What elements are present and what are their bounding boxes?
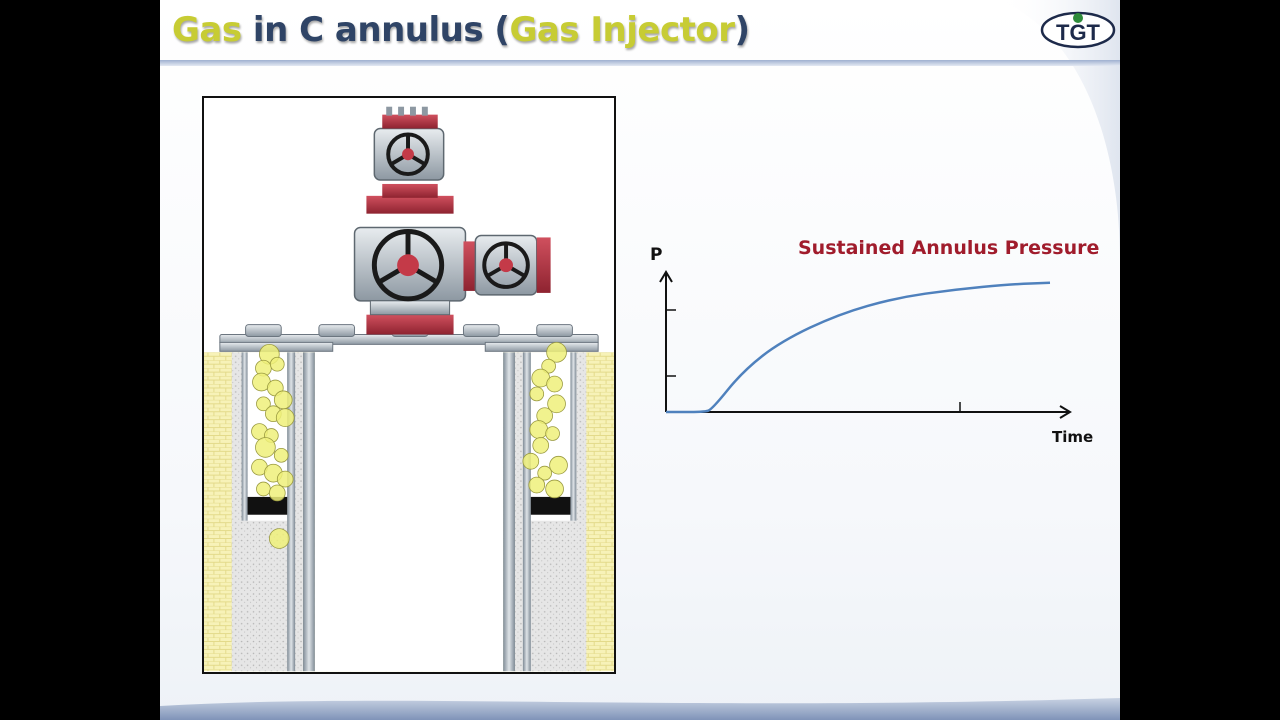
- outer-casing-right: [570, 352, 577, 521]
- title-part-injector: Gas Injector: [509, 10, 735, 50]
- wing-valve-outlet: [536, 237, 551, 293]
- logo-text: TGT: [1056, 20, 1101, 45]
- inner-casing-left: [287, 352, 296, 672]
- flange-stud: [462, 324, 500, 337]
- tgt-logo: TGT: [1040, 11, 1116, 49]
- red-spool-upper: [382, 183, 438, 198]
- flange-right-lip: [484, 341, 599, 352]
- title-divider: [160, 60, 1120, 66]
- slide: Gas in C annulus (Gas Injector) TGT: [160, 0, 1120, 720]
- pressure-time-chart: P Sustained Annulus Pressure Time: [650, 237, 1099, 446]
- gas-bubbles-left: [251, 344, 295, 549]
- y-axis-arrow-icon: [659, 270, 673, 283]
- master-valve-neck: [369, 300, 451, 316]
- title-part-gas: Gas: [172, 10, 242, 50]
- title-part-close: ): [734, 10, 750, 50]
- slide-title: Gas in C annulus (Gas Injector): [172, 10, 750, 50]
- tubing-wall-left: [303, 352, 315, 672]
- gas-bubbles-right: [522, 342, 568, 499]
- well-bore: [314, 342, 504, 672]
- flange-stud: [245, 324, 282, 337]
- outer-casing-left: [241, 352, 248, 521]
- x-axis-arrow-icon: [1059, 405, 1072, 419]
- flange-stud: [536, 324, 573, 337]
- red-spool-mid: [366, 195, 454, 214]
- flange-stud: [318, 324, 356, 337]
- tree-cap: [382, 114, 438, 129]
- tubing-wall-right: [503, 352, 515, 672]
- wing-valve-handwheel-icon: [482, 241, 530, 289]
- swab-valve-handwheel-icon: [386, 132, 430, 177]
- inner-casing-right: [522, 352, 531, 672]
- x-axis-label: Time: [1052, 428, 1093, 446]
- wing-valve-flange: [463, 241, 476, 291]
- y-axis-label: P: [650, 245, 662, 265]
- title-part-annulus: in C annulus (: [241, 10, 510, 50]
- tree-cap-bolts: [386, 106, 428, 116]
- bottom-wave-decoration: [160, 698, 1120, 720]
- pressure-curve: [666, 281, 1051, 414]
- wellhead-diagram: [202, 96, 616, 674]
- chart-annotation: Sustained Annulus Pressure: [798, 237, 1099, 259]
- tree-base-spool: [366, 314, 454, 335]
- casing-shoe-left: [247, 496, 288, 515]
- master-valve-handwheel-icon: [371, 229, 445, 302]
- casing-shoe-right: [530, 496, 571, 515]
